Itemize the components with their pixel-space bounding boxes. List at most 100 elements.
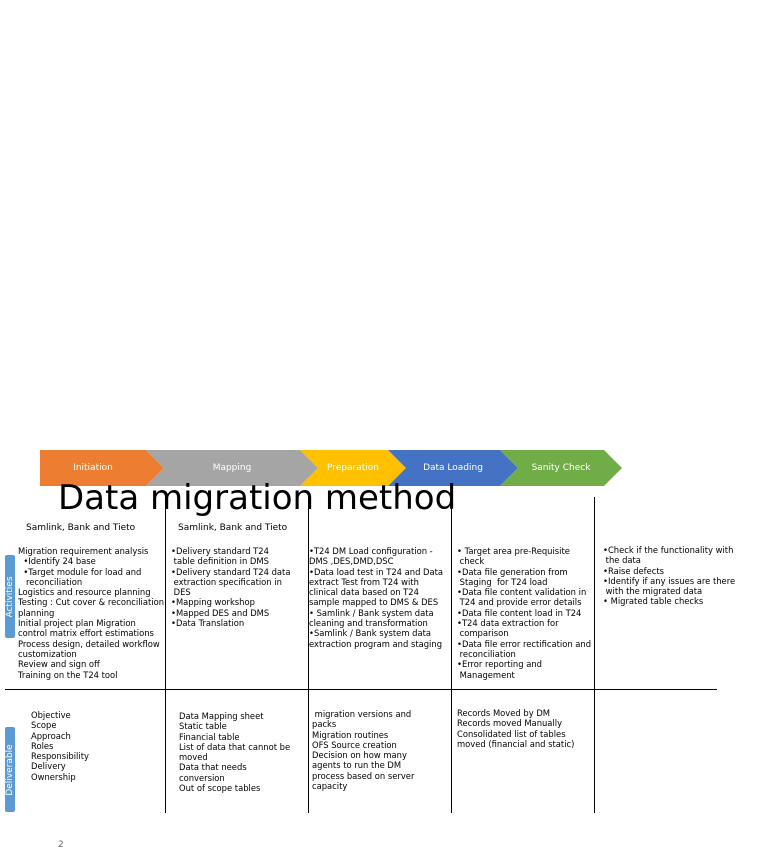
chevron-shape: [300, 450, 406, 486]
cell-line: Testing : Cut cover & reconciliation: [18, 597, 165, 608]
cell-line: •Data Translation: [171, 618, 245, 629]
phase-chevron-data-loading: Data Loading: [388, 450, 518, 486]
cell-line: Staging for T24 load: [457, 576, 548, 587]
cell-line: •Delivery standard T24 data: [171, 566, 291, 577]
cell-line: cleaning and transformation: [309, 618, 428, 629]
cell-line: •Check if the functionality with: [603, 545, 734, 555]
cell-line: Ownership: [31, 771, 76, 782]
cell-line: OFS Source creation: [312, 739, 397, 750]
cell-line: customization: [18, 648, 77, 659]
cell-line: Objective: [31, 710, 71, 720]
cell-line: Records Moved by DM: [457, 708, 551, 718]
phase-chevron-initiation: Initiation: [40, 450, 164, 486]
cell-line: Static table: [179, 721, 227, 732]
cell-line: moved: [179, 752, 208, 763]
cell-line: List of data that cannot be: [179, 741, 291, 752]
cell-line: process based on server: [312, 770, 415, 781]
cell-line: •T24 DM Load configuration -: [309, 546, 433, 556]
cell-line: Roles: [31, 740, 54, 751]
row-divider: [5, 689, 717, 690]
cell-line: packs: [312, 719, 337, 730]
cell-line: the data: [603, 555, 641, 566]
chevron-shape: [388, 450, 518, 486]
cell-line: Scope: [31, 720, 57, 731]
cell-line: with the migrated data: [603, 586, 703, 597]
cell-line: Migration routines: [312, 729, 389, 740]
cell-line: Training on the T24 tool: [18, 669, 118, 680]
cell-line: agents to run the DM: [312, 760, 402, 771]
phase-label-preparation: Preparation: [327, 463, 379, 473]
phase-label-sanity-check: Sanity Check: [531, 463, 591, 473]
cell-line: •Delivery standard T24: [171, 546, 269, 556]
cell-line: extraction program and staging: [309, 638, 443, 649]
cell-line: T24 and provide error details: [457, 597, 582, 608]
phase-chevron-preparation: Preparation: [300, 450, 406, 486]
phase-label-data-loading: Data Loading: [423, 463, 483, 473]
cell-line: Data Mapping sheet: [179, 711, 264, 721]
cell-line: comparison: [457, 628, 509, 639]
cell-line: clinical data based on T24: [309, 587, 419, 598]
cell-line: conversion: [179, 772, 225, 783]
column-divider: [308, 497, 309, 813]
page-title: Data migration method: [58, 478, 457, 518]
cell-line: •Raise defects: [603, 565, 665, 576]
deliverable-sidebar: Deliverable: [5, 727, 15, 812]
cell-line: •Data load test in T24 and Data: [309, 566, 444, 577]
cell-line: extract Test from T24 with: [309, 576, 419, 587]
cell-line: planning: [18, 607, 55, 618]
cell-line: Decision on how many: [312, 750, 407, 761]
phase-chevron-sanity-check: Sanity Check: [500, 450, 622, 486]
cell-line: Initial project plan Migration: [18, 618, 136, 629]
cell-line: •Data file error rectification and: [457, 638, 592, 649]
cell-line: •Target module for load and: [18, 566, 142, 577]
cell-line: control matrix effort estimations: [18, 628, 154, 639]
activities-preparation: •T24 DM Load configuration -DMS ,DES,DMD…: [309, 546, 443, 649]
owner-header-initiation: Samlink, Bank and Tieto: [26, 523, 136, 533]
deliverable-sidebar-label: Deliverable: [5, 743, 15, 796]
cell-line: capacity: [312, 781, 348, 792]
cell-line: Data that needs: [179, 762, 247, 773]
phase-chevron-mapping: Mapping: [146, 450, 318, 486]
column-divider: [165, 497, 166, 813]
activities-sanity-check: •Check if the functionality with the dat…: [603, 545, 735, 607]
cell-line: • Samlink / Bank system data: [309, 607, 434, 618]
cell-line: DES: [171, 587, 191, 598]
cell-line: extraction specification in: [171, 576, 282, 587]
cell-line: sample mapped to DMS & DES: [309, 597, 439, 608]
cell-line: •Samlink / Bank system data: [309, 628, 432, 639]
cell-line: Migration requirement analysis: [18, 546, 149, 556]
cell-line: Approach: [31, 730, 71, 741]
cell-line: Consolidated list of tables: [457, 728, 566, 739]
cell-line: •Data file content load in T24: [457, 607, 582, 618]
phase-label-mapping: Mapping: [212, 463, 252, 473]
cell-line: table definition in DMS: [171, 556, 269, 567]
cell-line: Review and sign off: [18, 659, 100, 670]
cell-line: Process design, detailed workflow: [18, 638, 160, 649]
phase-label-initiation: Initiation: [73, 463, 113, 473]
cell-line: •Error reporting and: [457, 659, 542, 670]
cell-line: • Target area pre-Requisite: [457, 546, 570, 556]
cell-line: Records moved Manually: [457, 718, 563, 729]
cell-line: reconciliation: [18, 576, 83, 587]
activities-data-loading: • Target area pre-Requisite check•Data f…: [457, 546, 591, 680]
cell-line: Logistics and resource planning: [18, 587, 151, 598]
cell-line: Delivery: [31, 761, 66, 772]
cell-line: •Data file content validation in: [457, 587, 587, 598]
activities-mapping: •Delivery standard T24 table definition …: [171, 546, 290, 628]
owner-header-mapping: Samlink, Bank and Tieto: [178, 523, 288, 533]
activities-sidebar-label: Activities: [5, 575, 15, 618]
cell-line: • Migrated table checks: [603, 596, 704, 607]
cell-line: DMS ,DES,DMD,DSC: [309, 556, 394, 567]
cell-line: reconciliation: [457, 648, 516, 659]
cell-line: Responsibility: [31, 751, 89, 762]
chevron-shape: [40, 450, 164, 486]
cell-line: •T24 data extraction for: [457, 618, 559, 629]
cell-line: •Mapped DES and DMS: [171, 607, 270, 618]
cell-line: Management: [457, 669, 515, 680]
column-divider: [451, 497, 452, 813]
cell-line: •Identify if any issues are there: [603, 575, 736, 586]
activities-initiation: Migration requirement analysis •Identify…: [18, 546, 164, 680]
